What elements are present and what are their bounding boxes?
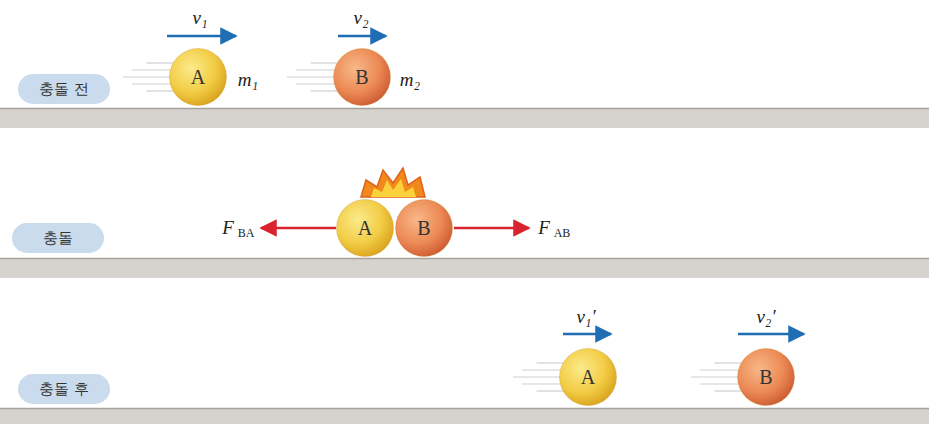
- collision-burst: [371, 179, 416, 197]
- velocity-arrow: [167, 35, 236, 38]
- speed-line: [522, 369, 562, 370]
- speed-lines: [123, 63, 743, 391]
- velocity-label: v₂′: [756, 307, 775, 326]
- stage-label: 충돌: [43, 230, 73, 247]
- ball-fill: [334, 49, 391, 106]
- ground-line: [0, 108, 929, 110]
- speed-line: [537, 362, 565, 363]
- ball: B: [333, 48, 391, 106]
- speed-line: [513, 376, 561, 377]
- ball-fill: [337, 200, 394, 257]
- ball: A: [559, 348, 617, 406]
- pill-fill: [18, 374, 110, 404]
- speed-line: [147, 90, 175, 91]
- speed-line: [296, 69, 336, 70]
- pill-fill: [18, 74, 110, 104]
- force-arrow: [454, 227, 529, 230]
- force-arrow: [261, 227, 336, 230]
- speed-line: [700, 383, 740, 384]
- ground-bar: [0, 408, 929, 424]
- speed-line: [132, 83, 172, 84]
- ball-name: A: [581, 366, 595, 388]
- ground-line: [0, 258, 929, 260]
- speed-line: [123, 76, 171, 77]
- velocity-arrow: [338, 35, 386, 38]
- velocity-label: v₁: [192, 8, 207, 27]
- speed-line: [287, 76, 335, 77]
- speed-line: [311, 90, 339, 91]
- velocity-label: v₁′: [576, 307, 595, 326]
- stage-label-pill: 충돌: [12, 223, 104, 253]
- stage-label-pill: 충돌 후: [18, 374, 110, 404]
- ball: B: [395, 199, 453, 257]
- collision-burst: [361, 168, 425, 197]
- velocity-label: v₂: [353, 8, 368, 27]
- stage-label: 충돌 후: [39, 381, 89, 398]
- ball-fill: [170, 49, 227, 106]
- ball-name: B: [417, 217, 430, 239]
- speed-line: [537, 390, 565, 391]
- ball-name: B: [759, 366, 772, 388]
- speed-line: [715, 362, 743, 363]
- ball-fill: [738, 349, 795, 406]
- stage-label: 충돌 전: [39, 81, 89, 98]
- force-subscript: AB: [554, 227, 571, 239]
- stage-label-pill: 충돌 전: [18, 74, 110, 104]
- velocity-arrow: [738, 333, 804, 336]
- ground-line: [0, 408, 929, 410]
- force-label: F: [222, 218, 234, 237]
- ball-name: A: [358, 217, 372, 239]
- mass-label: m₂: [400, 70, 420, 89]
- speed-line: [691, 376, 739, 377]
- speed-line: [296, 83, 336, 84]
- ball-name: B: [355, 66, 368, 88]
- speed-line: [147, 62, 175, 63]
- ball: B: [737, 348, 795, 406]
- speed-line: [311, 62, 339, 63]
- speed-line: [522, 383, 562, 384]
- ball-fill: [560, 349, 617, 406]
- speed-line: [132, 69, 172, 70]
- speed-line: [700, 369, 740, 370]
- ground-bar: [0, 258, 929, 278]
- ball: A: [336, 199, 394, 257]
- mass-label: m₁: [238, 70, 258, 89]
- velocity-arrow: [563, 333, 611, 336]
- speed-line: [715, 390, 743, 391]
- ball-name: A: [191, 66, 205, 88]
- ball-fill: [396, 200, 453, 257]
- force-label: F: [538, 218, 550, 237]
- ball: A: [169, 48, 227, 106]
- ground-bar: [0, 108, 929, 128]
- force-subscript: BA: [238, 227, 255, 239]
- pill-fill: [12, 223, 104, 253]
